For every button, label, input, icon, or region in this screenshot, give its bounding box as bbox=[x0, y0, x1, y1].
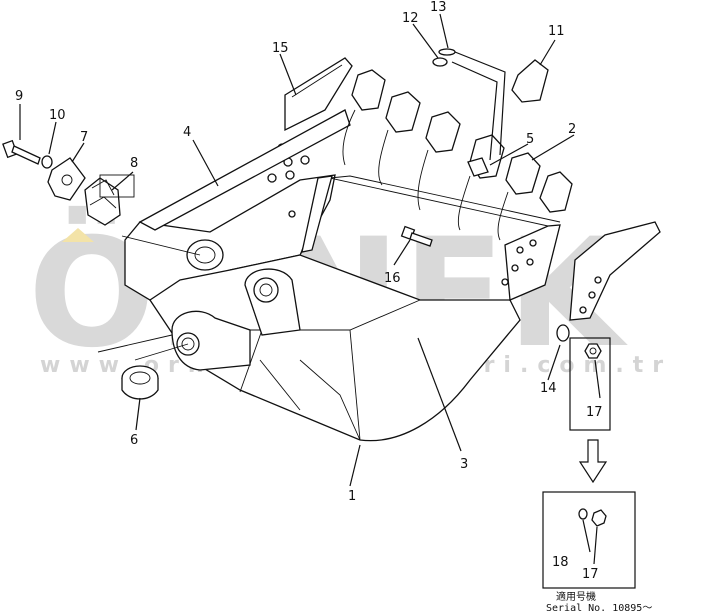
callout-14: 14 bbox=[540, 381, 557, 396]
callout-16: 16 bbox=[384, 271, 401, 286]
callout-labels: 1 2 3 4 5 6 7 8 9 10 11 12 13 14 15 16 1… bbox=[15, 0, 603, 582]
leader-lines bbox=[19, 13, 601, 565]
callout-1: 1 bbox=[348, 489, 356, 504]
watermark-accent-triangle bbox=[62, 228, 94, 242]
callout-17-lower: 17 bbox=[582, 567, 599, 582]
right-plate-bolt-holes bbox=[501, 239, 537, 286]
callout-2: 2 bbox=[568, 122, 576, 137]
callout-13: 13 bbox=[430, 0, 447, 15]
washer-14 bbox=[556, 324, 570, 342]
plate-7 bbox=[47, 157, 86, 201]
bushing-6 bbox=[121, 365, 159, 400]
nut-detail-box bbox=[569, 337, 611, 484]
callout-6: 6 bbox=[130, 433, 138, 448]
callout-5: 5 bbox=[526, 132, 534, 147]
callout-9: 9 bbox=[15, 89, 23, 104]
serial-detail-box bbox=[542, 491, 636, 589]
callout-8: 8 bbox=[130, 156, 138, 171]
side-cutter-right bbox=[569, 221, 661, 321]
callout-4: 4 bbox=[183, 125, 191, 140]
bolt-9 bbox=[2, 139, 41, 165]
bucket-body bbox=[124, 109, 561, 442]
washer-10 bbox=[41, 155, 53, 169]
callout-7: 7 bbox=[80, 130, 88, 145]
lock-5 bbox=[467, 157, 489, 177]
callout-10: 10 bbox=[49, 108, 66, 123]
serial-label-en: Serial No. 10895～ bbox=[546, 603, 652, 613]
callout-15: 15 bbox=[272, 41, 289, 56]
callout-17-upper: 17 bbox=[586, 405, 603, 420]
serial-label-jp: 適用号機 bbox=[556, 590, 596, 603]
bolt-16 bbox=[400, 225, 433, 247]
callout-18: 18 bbox=[552, 555, 569, 570]
callout-3: 3 bbox=[460, 457, 468, 472]
callout-11: 11 bbox=[548, 24, 565, 39]
pin-lock-12-13 bbox=[432, 48, 456, 67]
callout-12: 12 bbox=[402, 11, 419, 26]
shims-8 bbox=[84, 174, 135, 226]
side-cutter-left bbox=[284, 57, 353, 132]
